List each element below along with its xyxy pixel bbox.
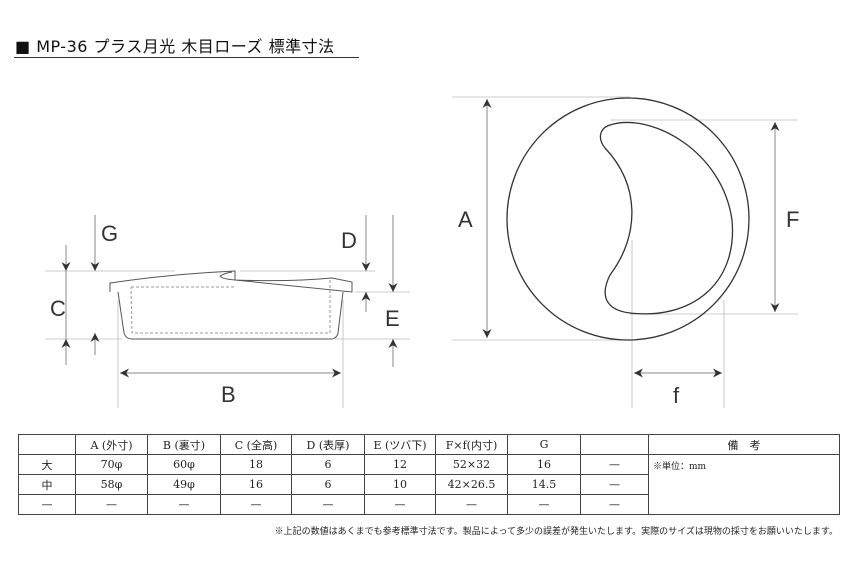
cell: — bbox=[220, 494, 292, 515]
cell: 16 bbox=[220, 474, 292, 495]
label-C: C bbox=[50, 296, 66, 321]
header-cell: C (全高) bbox=[220, 434, 292, 455]
cell: 16 bbox=[507, 454, 581, 475]
table-header-row: A (外寸) B (裏寸) C (全高) D (表厚) E (ツバ下) F×f(… bbox=[18, 434, 840, 455]
cell: 6 bbox=[291, 454, 365, 475]
header-cell-remarks: 備 考 bbox=[648, 434, 840, 455]
cell: 6 bbox=[291, 474, 365, 495]
cell: — bbox=[147, 494, 221, 515]
header-cell: A (外寸) bbox=[75, 434, 148, 455]
cell: — bbox=[580, 454, 649, 475]
cell: 60φ bbox=[147, 454, 221, 475]
cell: 12 bbox=[364, 454, 436, 475]
page-title: ■ MP-36 プラス月光 木目ローズ 標準寸法 bbox=[15, 37, 335, 56]
label-F: F bbox=[786, 207, 799, 232]
label-G: G bbox=[101, 221, 118, 246]
dimension-drawing: G C D E B A F f bbox=[45, 96, 799, 408]
cell: 52×32 bbox=[435, 454, 508, 475]
cell: 42×26.5 bbox=[435, 474, 508, 495]
top-view bbox=[506, 97, 750, 341]
table-row: 中 58φ 49φ 16 6 10 42×26.5 14.5 — bbox=[18, 474, 840, 495]
cell: 10 bbox=[364, 474, 436, 495]
label-f: f bbox=[673, 383, 680, 408]
cell: 70φ bbox=[75, 454, 148, 475]
header-cell bbox=[18, 434, 76, 455]
header-cell: G bbox=[507, 434, 581, 455]
label-B: B bbox=[221, 382, 236, 407]
row-label: — bbox=[18, 494, 76, 515]
header-cell bbox=[580, 434, 649, 455]
label-D: D bbox=[341, 228, 357, 253]
extension-lines bbox=[45, 96, 798, 408]
row-label: 大 bbox=[18, 454, 76, 475]
cell: — bbox=[580, 494, 649, 515]
header-cell: B (裏寸) bbox=[147, 434, 221, 455]
remarks-cell: ※単位：mm bbox=[648, 454, 840, 515]
footnote: ※上記の数値はあくまでも参考標準寸法です。製品によって多少の誤差が発生いたします… bbox=[274, 527, 838, 537]
cell: — bbox=[580, 474, 649, 495]
cell: 18 bbox=[220, 454, 292, 475]
cell: — bbox=[75, 494, 148, 515]
label-E: E bbox=[385, 306, 400, 331]
header-cell: F×f(内寸) bbox=[435, 434, 508, 455]
title-underline bbox=[14, 57, 359, 58]
header-cell: D (表厚) bbox=[291, 434, 365, 455]
table-row: 大 70φ 60φ 18 6 12 52×32 16 — ※単位：mm bbox=[18, 454, 840, 515]
cell: — bbox=[507, 494, 581, 515]
label-A: A bbox=[458, 207, 473, 232]
cell: — bbox=[364, 494, 436, 515]
row-label: 中 bbox=[18, 474, 76, 495]
side-view bbox=[109, 270, 353, 340]
cell: 14.5 bbox=[507, 474, 581, 495]
cell: 49φ bbox=[147, 474, 221, 495]
table-row: — — — — — — — — — bbox=[18, 494, 840, 515]
dimensions-table: A (外寸) B (裏寸) C (全高) D (表厚) E (ツバ下) F×f(… bbox=[18, 434, 840, 515]
cell: 58φ bbox=[75, 474, 148, 495]
cell: — bbox=[435, 494, 508, 515]
dimension-arrows bbox=[61, 99, 780, 378]
cell: — bbox=[291, 494, 365, 515]
header-cell: E (ツバ下) bbox=[364, 434, 436, 455]
